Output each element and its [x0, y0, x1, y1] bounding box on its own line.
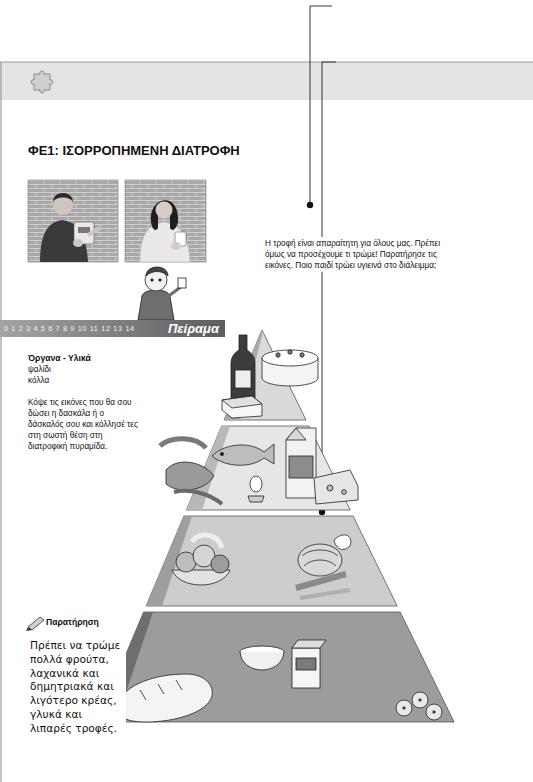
- materials-heading: Όργανα - Υλικά: [28, 353, 91, 363]
- body-text: κόλλα: [28, 376, 49, 386]
- note-heading: Παρατήρηση: [46, 617, 99, 627]
- food-protein: [342, 490, 347, 495]
- food-grains: [292, 648, 320, 688]
- food-protein: [160, 428, 358, 504]
- body-text: Πρέπει να τρώμε πολλά φρούτα, λαχανικά κ…: [28, 638, 126, 736]
- photo-boy: [53, 193, 73, 202]
- food-sweets-fats: [222, 335, 318, 418]
- food-pyramid: [146, 516, 397, 606]
- food-sweets-fats: [276, 353, 280, 357]
- band-heading: Πείραμα: [168, 321, 219, 336]
- food-protein: [286, 428, 306, 440]
- cartoon-figure: [138, 267, 186, 320]
- body-text: ψαλίδι: [28, 365, 51, 375]
- experiment-band: 0 1 2 3 4 5 6 7 8 9 10 11 12 13 14 Πείραμ…: [0, 320, 225, 337]
- food-protein: [160, 439, 206, 448]
- cartoon-figure: [146, 267, 168, 276]
- pencil-icon: [26, 617, 44, 631]
- photo-boy: [78, 227, 90, 233]
- label-holder: Η τροφή είναι απαραίτητη για όλους μας. …: [263, 237, 455, 272]
- photo-girl: [140, 222, 190, 262]
- label-holder: Πρέπει να τρώμε πολλά φρούτα, λαχανικά κ…: [28, 638, 126, 736]
- food-protein: [212, 444, 274, 465]
- food-protein: [248, 496, 264, 502]
- food-protein: [174, 491, 222, 504]
- food-pyramid: [97, 612, 454, 722]
- photo-girl: [171, 242, 181, 250]
- food-fruit-vegetables: [192, 535, 222, 548]
- food-grains: [403, 707, 405, 709]
- photo-boy: [88, 228, 100, 235]
- leader-line: [322, 62, 336, 512]
- label-holder: Όργανα - Υλικά: [28, 353, 91, 363]
- cartoon-figure: [159, 279, 161, 281]
- food-sweets-fats: [300, 353, 304, 357]
- pencil-icon: [26, 627, 32, 631]
- photo-girl: [125, 180, 206, 262]
- photo-girl: [151, 200, 178, 230]
- pencil-icon: [28, 617, 44, 630]
- page-frame: [0, 62, 533, 100]
- cartoon-figure: [151, 279, 153, 281]
- food-fruit-vegetables: [172, 535, 351, 598]
- food-protein: [250, 476, 262, 492]
- food-protein: [289, 456, 313, 478]
- photo-boy: [73, 239, 83, 247]
- food-sweets-fats: [231, 335, 255, 404]
- food-grains: [396, 700, 412, 716]
- food-grains: [296, 658, 316, 670]
- food-protein: [286, 428, 316, 498]
- food-sweets-fats: [262, 350, 318, 366]
- food-sweets-fats: [235, 370, 251, 388]
- food-grains: [426, 704, 442, 720]
- food-grains: [140, 680, 182, 700]
- page-frame: [0, 62, 533, 782]
- food-grains: [118, 640, 442, 722]
- page-title: ΦΕ1: ΙΣΟΡΡΟΠΗΜΕΝΗ ΔΙΑΤΡΟΦΗ: [28, 143, 240, 158]
- title-holder: ΦΕ1: ΙΣΟΡΡΟΠΗΜΕΝΗ ΔΙΑΤΡΟΦΗ: [28, 143, 240, 158]
- ruler-numbers: 0 1 2 3 4 5 6 7 8 9 10 11 12 13 14: [4, 324, 135, 333]
- food-sweets-fats: [222, 396, 262, 418]
- label-holder: κόλλα: [28, 376, 49, 386]
- photo-boy: [28, 180, 118, 262]
- food-grains: [118, 674, 212, 722]
- food-sweets-fats: [262, 358, 263, 378]
- food-grains: [292, 640, 326, 648]
- leader-line: [310, 6, 332, 205]
- food-protein: [327, 485, 333, 491]
- food-sweets-fats: [318, 358, 319, 378]
- food-grains: [419, 699, 421, 701]
- food-fruit-vegetables: [211, 555, 229, 573]
- label-holder: ψαλίδι: [28, 365, 51, 375]
- leader-dot: [307, 202, 313, 208]
- food-fruit-vegetables: [300, 590, 350, 598]
- page-frame: [0, 62, 533, 63]
- puzzle-icon: [31, 71, 53, 93]
- food-fruit-vegetables: [296, 574, 346, 588]
- food-fruit-vegetables: [302, 550, 338, 566]
- label-holder: Παρατήρηση: [46, 617, 99, 627]
- food-pyramid: [97, 330, 454, 722]
- photo-girl: [156, 202, 173, 219]
- page-frame: [0, 62, 1, 782]
- food-sweets-fats: [222, 396, 262, 408]
- food-sweets-fats: [288, 350, 292, 354]
- body-text: Η τροφή είναι απαραίτητη για όλους μας. …: [263, 237, 455, 272]
- food-fruit-vegetables: [298, 544, 342, 576]
- photo-boy: [28, 180, 118, 262]
- food-fruit-vegetables: [334, 535, 351, 550]
- photo-girl: [125, 180, 206, 262]
- food-protein: [220, 452, 223, 455]
- label-holder: Κόψε τις εικόνες που θα σου δώσει η δασκ…: [28, 397, 138, 452]
- food-grains: [240, 652, 284, 670]
- body-text: Κόψε τις εικόνες που θα σου δώσει η δασκ…: [28, 397, 138, 452]
- food-protein: [314, 470, 358, 504]
- food-grains: [412, 692, 428, 708]
- food-protein: [166, 462, 214, 490]
- food-grains: [433, 711, 435, 713]
- puzzle-icon: [31, 71, 53, 93]
- cartoon-figure: [178, 278, 186, 288]
